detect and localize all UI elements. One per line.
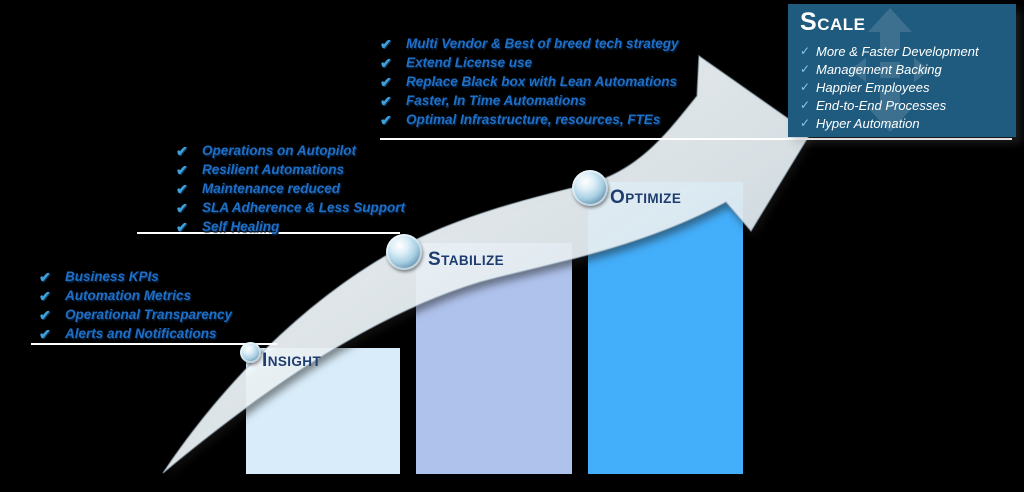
list-item-label: Replace Black box with Lean Automations — [406, 74, 678, 89]
check-icon: ✔ — [176, 200, 188, 216]
check-icon: ✔ — [176, 162, 188, 178]
list-item: ✔ Business KPIs — [39, 269, 232, 288]
check-icon: ✔ — [380, 36, 392, 52]
check-icon: ✓ — [799, 98, 811, 112]
check-icon: ✓ — [799, 62, 811, 76]
optimize-bar — [588, 182, 743, 474]
list-item-label: Maintenance reduced — [202, 181, 341, 196]
list-item: ✔ Maintenance reduced — [176, 181, 405, 200]
list-item-label: Extend License use — [406, 55, 533, 70]
list-item-label: Business KPIs — [65, 269, 159, 284]
list-item: ✔ Extend License use — [380, 55, 679, 74]
list-item-label: Happier Employees — [816, 79, 930, 95]
list-item: ✓ More & Faster Development — [794, 42, 979, 60]
check-icon: ✔ — [176, 181, 188, 197]
list-item: ✓ Management Backing — [794, 60, 979, 78]
list-item: ✔ Operations on Autopilot — [176, 143, 405, 162]
check-icon: ✔ — [380, 74, 392, 90]
list-item-label: Hyper Automation — [816, 115, 920, 131]
optimize-label: Optimize — [610, 187, 682, 208]
list-item: ✔ Resilient Automations — [176, 162, 405, 181]
list-item-label: More & Faster Development — [816, 43, 979, 59]
divider-line-bottom — [31, 343, 277, 345]
list-item: ✔ Multi Vendor & Best of breed tech stra… — [380, 36, 679, 55]
stabilize-bar — [416, 243, 572, 474]
list-item: ✓ Hyper Automation — [794, 114, 979, 132]
check-icon: ✔ — [176, 143, 188, 159]
check-icon: ✔ — [176, 219, 188, 235]
check-icon: ✔ — [380, 93, 392, 109]
optimize-benefit-list: ✔ Multi Vendor & Best of breed tech stra… — [380, 36, 679, 131]
list-item: ✔ Optimal Infrastructure, resources, FTE… — [380, 112, 679, 131]
stabilize-benefit-list: ✔ Operations on Autopilot ✔ Resilient Au… — [176, 143, 405, 238]
list-item: ✔ Replace Black box with Lean Automation… — [380, 74, 679, 93]
check-icon: ✔ — [39, 326, 51, 342]
list-item: ✓ End-to-End Processes — [794, 96, 979, 114]
check-icon: ✔ — [39, 307, 51, 323]
check-icon: ✔ — [39, 269, 51, 285]
list-item-label: Multi Vendor & Best of breed tech strate… — [406, 36, 679, 51]
list-item-label: Self Healing — [202, 219, 280, 234]
check-icon: ✔ — [39, 288, 51, 304]
list-item-label: Operations on Autopilot — [202, 143, 356, 158]
scale-title: Scale — [800, 8, 866, 36]
list-item: ✔ Self Healing — [176, 219, 405, 238]
list-item: ✔ Automation Metrics — [39, 288, 232, 307]
list-item-label: End-to-End Processes — [816, 97, 947, 113]
check-icon: ✓ — [799, 44, 811, 58]
list-item-label: SLA Adherence & Less Support — [202, 200, 406, 215]
list-item-label: Optimal Infrastructure, resources, FTEs — [406, 112, 661, 127]
check-icon: ✔ — [380, 112, 392, 128]
sphere-marker-insight — [240, 342, 261, 363]
move-arrows-icon — [850, 8, 930, 132]
list-item: ✔ Faster, In Time Automations — [380, 93, 679, 112]
sphere-marker-optimize — [572, 170, 608, 206]
list-item: ✔ Alerts and Notifications — [39, 326, 232, 345]
list-item: ✔ SLA Adherence & Less Support — [176, 200, 405, 219]
list-item-label: Alerts and Notifications — [65, 326, 217, 341]
check-icon: ✓ — [799, 80, 811, 94]
list-item: ✔ Operational Transparency — [39, 307, 232, 326]
list-item: ✓ Happier Employees — [794, 78, 979, 96]
sphere-marker-stabilize — [386, 234, 422, 270]
list-item-label: Faster, In Time Automations — [406, 93, 587, 108]
list-item-label: Management Backing — [816, 61, 942, 77]
check-icon: ✔ — [380, 55, 392, 71]
scale-benefit-list: ✓ More & Faster Development ✓ Management… — [794, 42, 979, 132]
scale-panel: Scale ✓ More & Faster Development ✓ Mana… — [788, 4, 1016, 137]
list-item-label: Operational Transparency — [65, 307, 233, 322]
stabilize-label: Stabilize — [428, 249, 505, 270]
insight-label: Insight — [262, 350, 322, 371]
list-item-label: Automation Metrics — [65, 288, 192, 303]
divider-line-top — [380, 138, 1012, 140]
insight-benefit-list: ✔ Business KPIs ✔ Automation Metrics ✔ O… — [39, 269, 232, 345]
check-icon: ✓ — [799, 116, 811, 130]
list-item-label: Resilient Automations — [202, 162, 345, 177]
